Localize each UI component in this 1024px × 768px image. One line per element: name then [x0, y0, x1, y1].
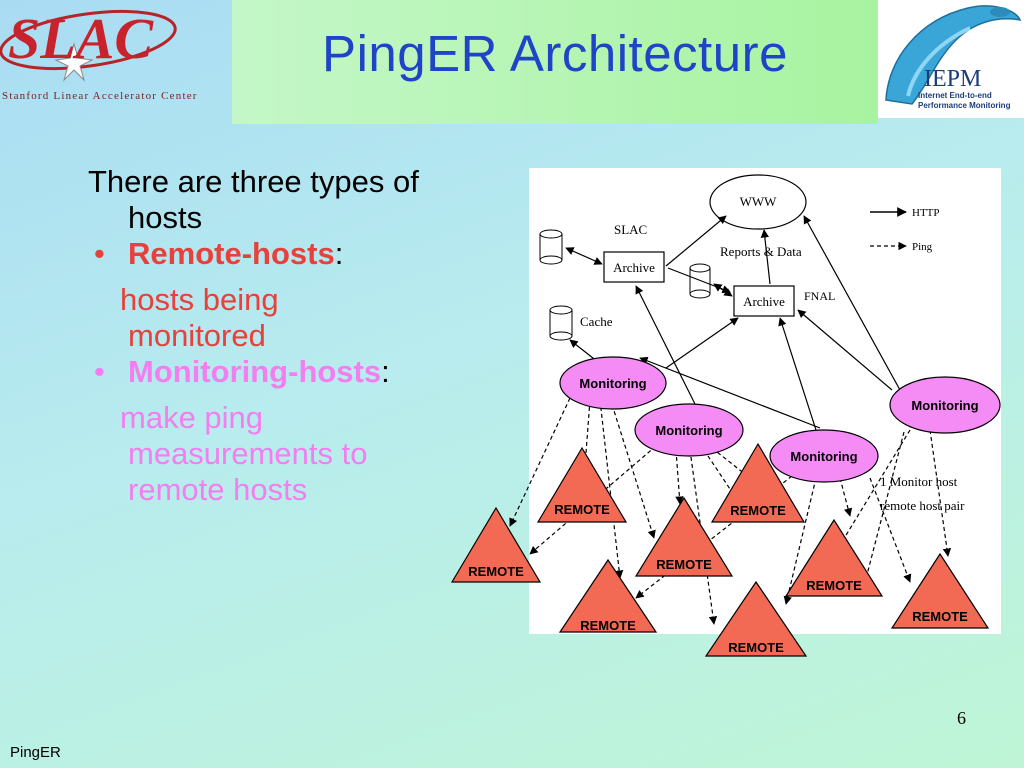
remote-label: REMOTE	[730, 503, 786, 518]
http-mon1-fnal	[665, 317, 739, 369]
cache-label: Cache	[580, 314, 613, 329]
http-slac-www	[665, 215, 727, 267]
remote-label: REMOTE	[912, 609, 968, 624]
page-number: 6	[957, 708, 966, 728]
monitoring-host-2: Monitoring	[634, 403, 744, 457]
intro-line-1: There are three types of	[88, 164, 419, 199]
http-mon4-www	[803, 215, 901, 391]
fnal-database-icon	[689, 263, 711, 299]
remote-label: REMOTE	[728, 640, 784, 655]
monitoring-label: Monitoring	[790, 449, 857, 464]
monitoring-host-4: Monitoring	[889, 376, 1001, 434]
http-slac-fnal	[667, 267, 731, 294]
iepm-logo: IEPM Internet End-to-end Performance Mon…	[878, 0, 1024, 118]
slac-logo-text: SLAC	[8, 6, 154, 71]
desc-line-3: remote hosts	[128, 472, 308, 507]
slac-db-link	[565, 247, 603, 265]
bullet-dot: •	[94, 354, 105, 389]
annotation-line-1: 1 Monitor host	[880, 474, 958, 489]
monitoring-label: Monitoring	[655, 423, 722, 438]
iepm-logo-subtitle-1: Internet End-to-end	[918, 91, 992, 100]
remote-host-5: REMOTE	[784, 518, 884, 597]
footer-label: PingER	[10, 744, 61, 761]
remote-host-2: REMOTE	[710, 442, 806, 523]
cache-database-icon	[549, 305, 573, 341]
remote-label: REMOTE	[580, 618, 636, 633]
remote-hosts-description: hosts being monitored	[88, 282, 528, 354]
monitoring-label: Monitoring	[579, 376, 646, 391]
slac-label: SLAC	[614, 222, 647, 237]
remote-host-1: REMOTE	[536, 446, 628, 523]
http-mon4-fnal	[797, 309, 893, 391]
title-banner: PingER Architecture	[232, 0, 878, 124]
architecture-diagram: WWW HTTP Ping SLAC Archive Reports & Dat…	[440, 168, 1002, 663]
remote-host-4: REMOTE	[634, 496, 734, 577]
bullet-monitoring-hosts: • Monitoring-hosts:	[88, 354, 528, 390]
slac-logo: SLAC Stanford Linear Accelerator Center	[0, 0, 232, 110]
remote-host-7: REMOTE	[704, 580, 808, 657]
slide-body: There are three types of hosts • Remote-h…	[88, 164, 528, 508]
fnal-archive-label: Archive	[743, 294, 785, 309]
bullet-colon: :	[334, 236, 344, 271]
intro-line-2: hosts	[128, 200, 203, 235]
reports-data-label: Reports & Data	[720, 244, 802, 259]
slac-database-icon	[539, 229, 563, 265]
bullet-term: Remote-hosts	[128, 236, 335, 271]
ping-arrows	[509, 397, 952, 625]
remote-label: REMOTE	[656, 557, 712, 572]
legend-http: HTTP	[912, 207, 940, 219]
http-mon3-fnal	[778, 317, 817, 431]
desc-line-1: make ping	[120, 400, 264, 435]
bullet-colon: :	[381, 354, 390, 389]
remote-label: REMOTE	[468, 564, 524, 579]
monitoring-label: Monitoring	[911, 398, 978, 413]
remote-host-3: REMOTE	[450, 506, 542, 583]
http-fnal-www	[760, 229, 771, 285]
desc-line-2: monitored	[128, 318, 266, 353]
fnal-label: FNAL	[804, 289, 835, 303]
www-cloud	[709, 174, 807, 230]
remote-label: REMOTE	[806, 578, 862, 593]
annotation-line-2: remote host pair	[880, 498, 965, 513]
slac-logo-subtitle: Stanford Linear Accelerator Center	[2, 90, 198, 102]
bullet-term: Monitoring-hosts	[128, 354, 382, 389]
desc-line-1: hosts being	[120, 282, 279, 317]
iepm-logo-subtitle-2: Performance Monitoring	[918, 101, 1011, 110]
http-mon2-slac	[635, 285, 699, 411]
monitoring-host-1: Monitoring	[559, 356, 667, 410]
desc-line-2: measurements to	[128, 436, 368, 471]
www-label: WWW	[740, 194, 778, 209]
bullet-remote-hosts: • Remote-hosts:	[88, 236, 528, 272]
slac-archive-label: Archive	[613, 260, 655, 275]
intro-text: There are three types of hosts	[88, 164, 528, 236]
slac-archive-box	[603, 251, 665, 283]
page-title: PingER Architecture	[322, 25, 788, 82]
remote-label: REMOTE	[554, 502, 610, 517]
legend-ping: Ping	[912, 241, 933, 253]
monitoring-hosts-description: make ping measurements to remote hosts	[88, 400, 528, 508]
http-mon3-mon1	[639, 356, 821, 429]
monitoring-host-3: Monitoring	[769, 429, 879, 483]
fnal-archive-box	[733, 285, 795, 317]
iepm-logo-text: IEPM	[924, 66, 981, 92]
remote-host-8: REMOTE	[890, 552, 990, 629]
remote-host-6: REMOTE	[558, 558, 658, 633]
bullet-dot: •	[94, 236, 105, 271]
